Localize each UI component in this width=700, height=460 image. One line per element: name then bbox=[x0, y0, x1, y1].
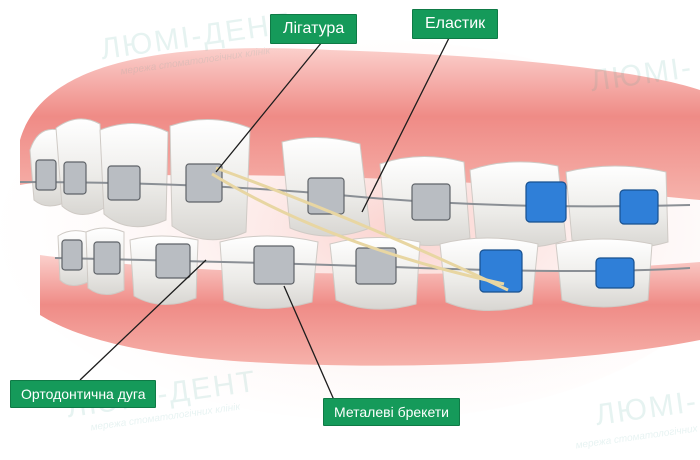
elastic-band-2 bbox=[211, 172, 505, 286]
label-orthodontic-arch: Ортодонтична дуга bbox=[10, 380, 157, 408]
pointer-arch bbox=[79, 259, 207, 381]
elastic-band bbox=[215, 166, 509, 292]
label-ligature: Лігатура bbox=[270, 14, 358, 44]
lower-metal-brackets bbox=[61, 239, 397, 285]
pointer-brackets bbox=[283, 285, 335, 401]
pointer-elastic bbox=[361, 35, 451, 213]
label-metal-brackets: Металеві брекети bbox=[323, 398, 461, 426]
pointer-ligature bbox=[215, 41, 323, 173]
label-elastic: Еластик bbox=[412, 9, 499, 39]
lower-gum bbox=[40, 255, 700, 366]
blue-brackets bbox=[479, 181, 659, 293]
